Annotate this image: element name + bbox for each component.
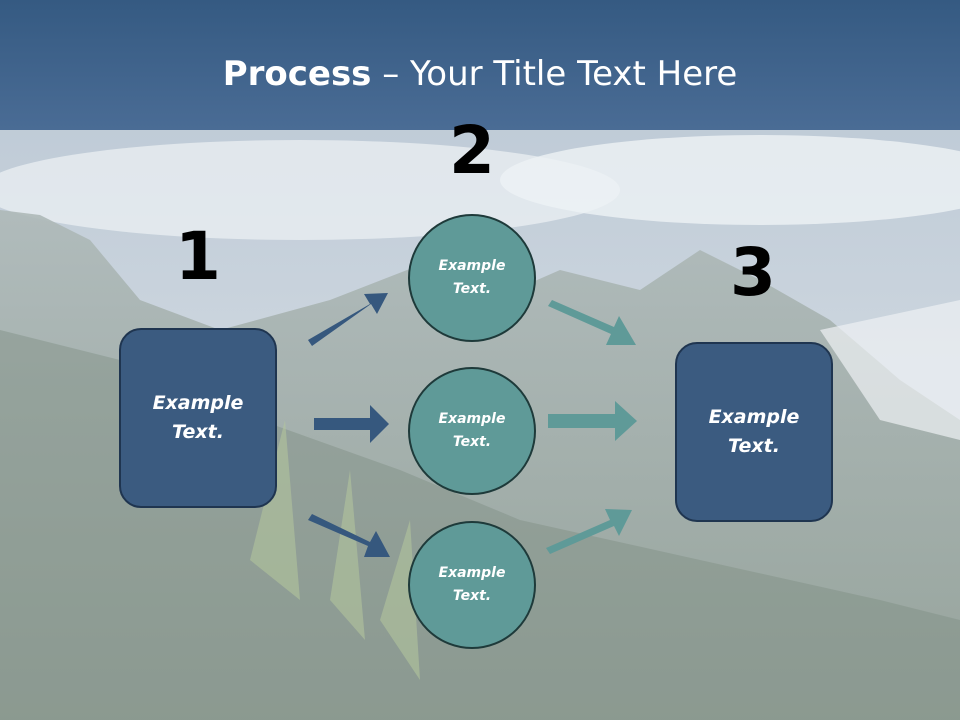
- step-number-3: 3: [730, 234, 776, 311]
- title-bar: [0, 0, 960, 130]
- left-box-line1: Example: [152, 392, 244, 414]
- circle-middle-line2: Text.: [452, 434, 492, 450]
- arrow-middle-to-right: [548, 401, 637, 441]
- circle-bottom-line1: Example: [438, 565, 506, 581]
- step-number-1: 1: [175, 218, 221, 295]
- arrow-left-to-bottom: [308, 514, 390, 557]
- process-circle-middle[interactable]: Example Text.: [408, 367, 536, 495]
- arrow-left-to-top: [308, 293, 388, 346]
- right-process-box[interactable]: Example Text.: [675, 342, 833, 522]
- title-rest: – Your Title Text Here: [371, 54, 738, 94]
- left-process-box[interactable]: Example Text.: [119, 328, 277, 508]
- right-box-line1: Example: [708, 406, 800, 428]
- process-circle-top[interactable]: Example Text.: [408, 214, 536, 342]
- title-bold: Process: [222, 54, 372, 94]
- process-circle-bottom[interactable]: Example Text.: [408, 521, 536, 649]
- right-box-line2: Text.: [728, 435, 780, 457]
- step-number-2: 2: [449, 112, 495, 189]
- arrow-top-to-right: [548, 300, 636, 345]
- slide-title: Process – Your Title Text Here: [0, 52, 960, 96]
- circle-top-line1: Example: [438, 258, 506, 274]
- arrow-bottom-to-right: [546, 509, 632, 554]
- circle-bottom-line2: Text.: [452, 588, 492, 604]
- circle-top-line2: Text.: [452, 281, 492, 297]
- arrow-left-to-middle: [314, 405, 389, 443]
- left-box-line2: Text.: [172, 421, 224, 443]
- circle-middle-line1: Example: [438, 411, 506, 427]
